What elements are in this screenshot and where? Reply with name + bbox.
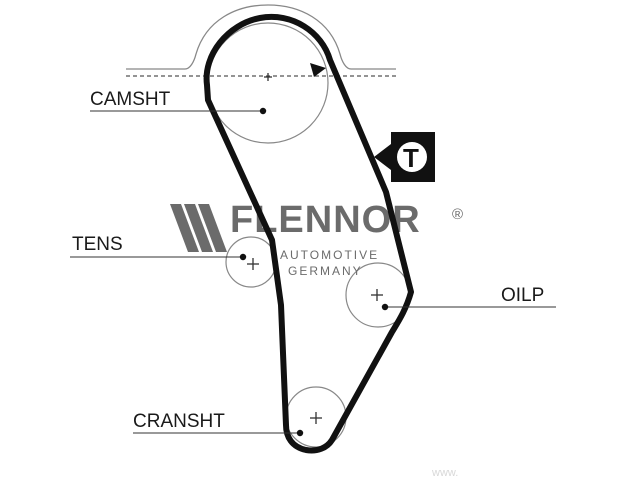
belt-direction-arrow-icon [310, 63, 326, 77]
watermark-text: www. [431, 467, 458, 479]
camshaft-pulley [207, 22, 329, 144]
registered-mark: ® [452, 206, 463, 223]
camshaft-label: CAMSHT [90, 89, 171, 110]
flennor-mark-icon [170, 204, 227, 252]
brand-line-1: AUTOMOTIVE [280, 248, 379, 262]
tensioner-label: TENS [72, 234, 123, 255]
crankshaft-leader-dot [296, 429, 304, 437]
engine-head-outline [126, 4, 396, 70]
tension-circle-icon [397, 142, 427, 172]
camshaft-center-cross [264, 73, 272, 81]
tensioner-center-cross [247, 258, 259, 270]
camshaft-leader-dot [259, 107, 267, 115]
tensioner-leader-dot [239, 253, 247, 261]
oil-pump-center-cross [371, 289, 383, 301]
brand-line-2: GERMANY [288, 264, 363, 278]
oil-pump-label: OILP [501, 285, 544, 306]
tensioner-pulley [225, 236, 277, 288]
crankshaft-label: CRANSHT [133, 411, 225, 432]
timing-belt [203, 13, 414, 454]
oil-pump-leader-dot [381, 303, 389, 311]
tension-symbol: T [374, 132, 435, 182]
flennor-logo: FLENNOR ® AUTOMOTIVE GERMANY [170, 199, 463, 278]
crankshaft-center-cross [310, 412, 322, 424]
tension-letter: T [403, 143, 419, 173]
